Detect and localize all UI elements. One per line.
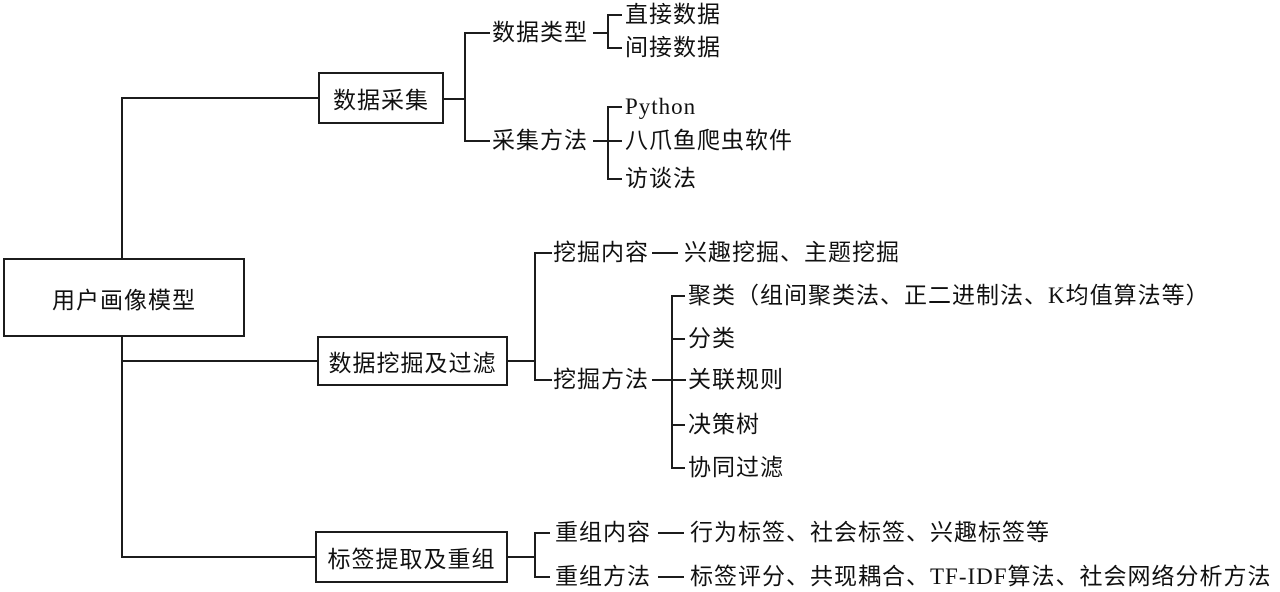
connector-tick-interview — [607, 178, 622, 180]
leaf-octopus-crawler: 八爪鱼爬虫软件 — [625, 128, 793, 154]
branch-tag-extraction-reorg-label: 标签提取及重组 — [327, 547, 496, 572]
connector-tick-collaborative-filtering — [671, 467, 685, 469]
connector-tick-mining-content — [534, 252, 552, 254]
root-node-label: 用户画像模型 — [52, 287, 196, 313]
connector-tick-clustering — [671, 295, 685, 297]
branch-tag-extraction-reorg: 标签提取及重组 — [315, 531, 508, 583]
leaf-collaborative-filtering: 协同过滤 — [688, 455, 784, 481]
node-mining-content: 挖掘内容 — [553, 240, 649, 266]
leaf-interest-topic-mining: 兴趣挖掘、主题挖掘 — [684, 240, 900, 266]
connector-branch3-out — [508, 556, 536, 558]
connector-root-to-branch3 — [121, 556, 315, 558]
node-reorg-content: 重组内容 — [555, 520, 651, 546]
connector-branch1-bracket — [464, 32, 466, 142]
leaf-classification: 分类 — [688, 326, 736, 352]
node-data-type: 数据类型 — [492, 20, 588, 46]
leaf-direct-data: 直接数据 — [625, 2, 721, 28]
connector-mining-content-dash — [652, 252, 678, 254]
connector-tick-direct-data — [607, 14, 622, 16]
connector-branch2-out — [508, 360, 536, 362]
connector-reorg-content-dash — [658, 532, 684, 534]
branch-data-collection: 数据采集 — [318, 72, 444, 124]
connector-tick-reorg-method — [534, 576, 550, 578]
leaf-association-rules: 关联规则 — [688, 367, 784, 393]
connector-branch3-bracket — [534, 532, 536, 578]
connector-mining-method-mid — [652, 379, 686, 381]
leaf-interview-method: 访谈法 — [625, 166, 697, 192]
connector-tick-indirect-data — [607, 47, 622, 49]
connector-branch1-out — [444, 98, 466, 100]
connector-root-to-branch1 — [121, 97, 318, 99]
root-node: 用户画像模型 — [3, 258, 245, 337]
connector-tick-collection-method — [464, 140, 490, 142]
branch-data-collection-label: 数据采集 — [333, 88, 429, 113]
leaf-indirect-data: 间接数据 — [625, 35, 721, 61]
connector-tick-data-type — [464, 32, 490, 34]
connector-data-type-bracket — [607, 14, 609, 49]
leaf-decision-tree: 决策树 — [688, 412, 760, 438]
connector-tick-classification — [671, 338, 685, 340]
connector-spine-bottom — [121, 337, 123, 558]
connector-collection-method-bracket — [607, 106, 609, 180]
connector-spine-top — [121, 97, 123, 259]
connector-tick-python — [607, 106, 622, 108]
connector-data-type-dash — [593, 32, 609, 34]
node-reorg-method: 重组方法 — [555, 564, 651, 590]
leaf-tag-scoring-methods: 标签评分、共现耦合、TF-IDF算法、社会网络分析方法 — [690, 564, 1272, 590]
node-collection-method: 采集方法 — [492, 128, 588, 154]
connector-tick-mining-method — [534, 379, 552, 381]
connector-root-to-branch2 — [121, 360, 317, 362]
leaf-python: Python — [625, 94, 697, 120]
branch-data-mining-filtering: 数据挖掘及过滤 — [317, 336, 508, 386]
leaf-clustering: 聚类（组间聚类法、正二进制法、K均值算法等） — [688, 283, 1210, 309]
leaf-behavior-social-interest-tags: 行为标签、社会标签、兴趣标签等 — [690, 520, 1050, 546]
connector-branch2-bracket — [534, 252, 536, 381]
connector-reorg-method-dash — [658, 576, 684, 578]
branch-data-mining-filtering-label: 数据挖掘及过滤 — [328, 351, 497, 376]
connector-tick-decision-tree — [671, 424, 685, 426]
connector-mining-method-bracket — [671, 295, 673, 469]
node-mining-method: 挖掘方法 — [553, 367, 649, 393]
connector-tick-reorg-content — [534, 532, 550, 534]
